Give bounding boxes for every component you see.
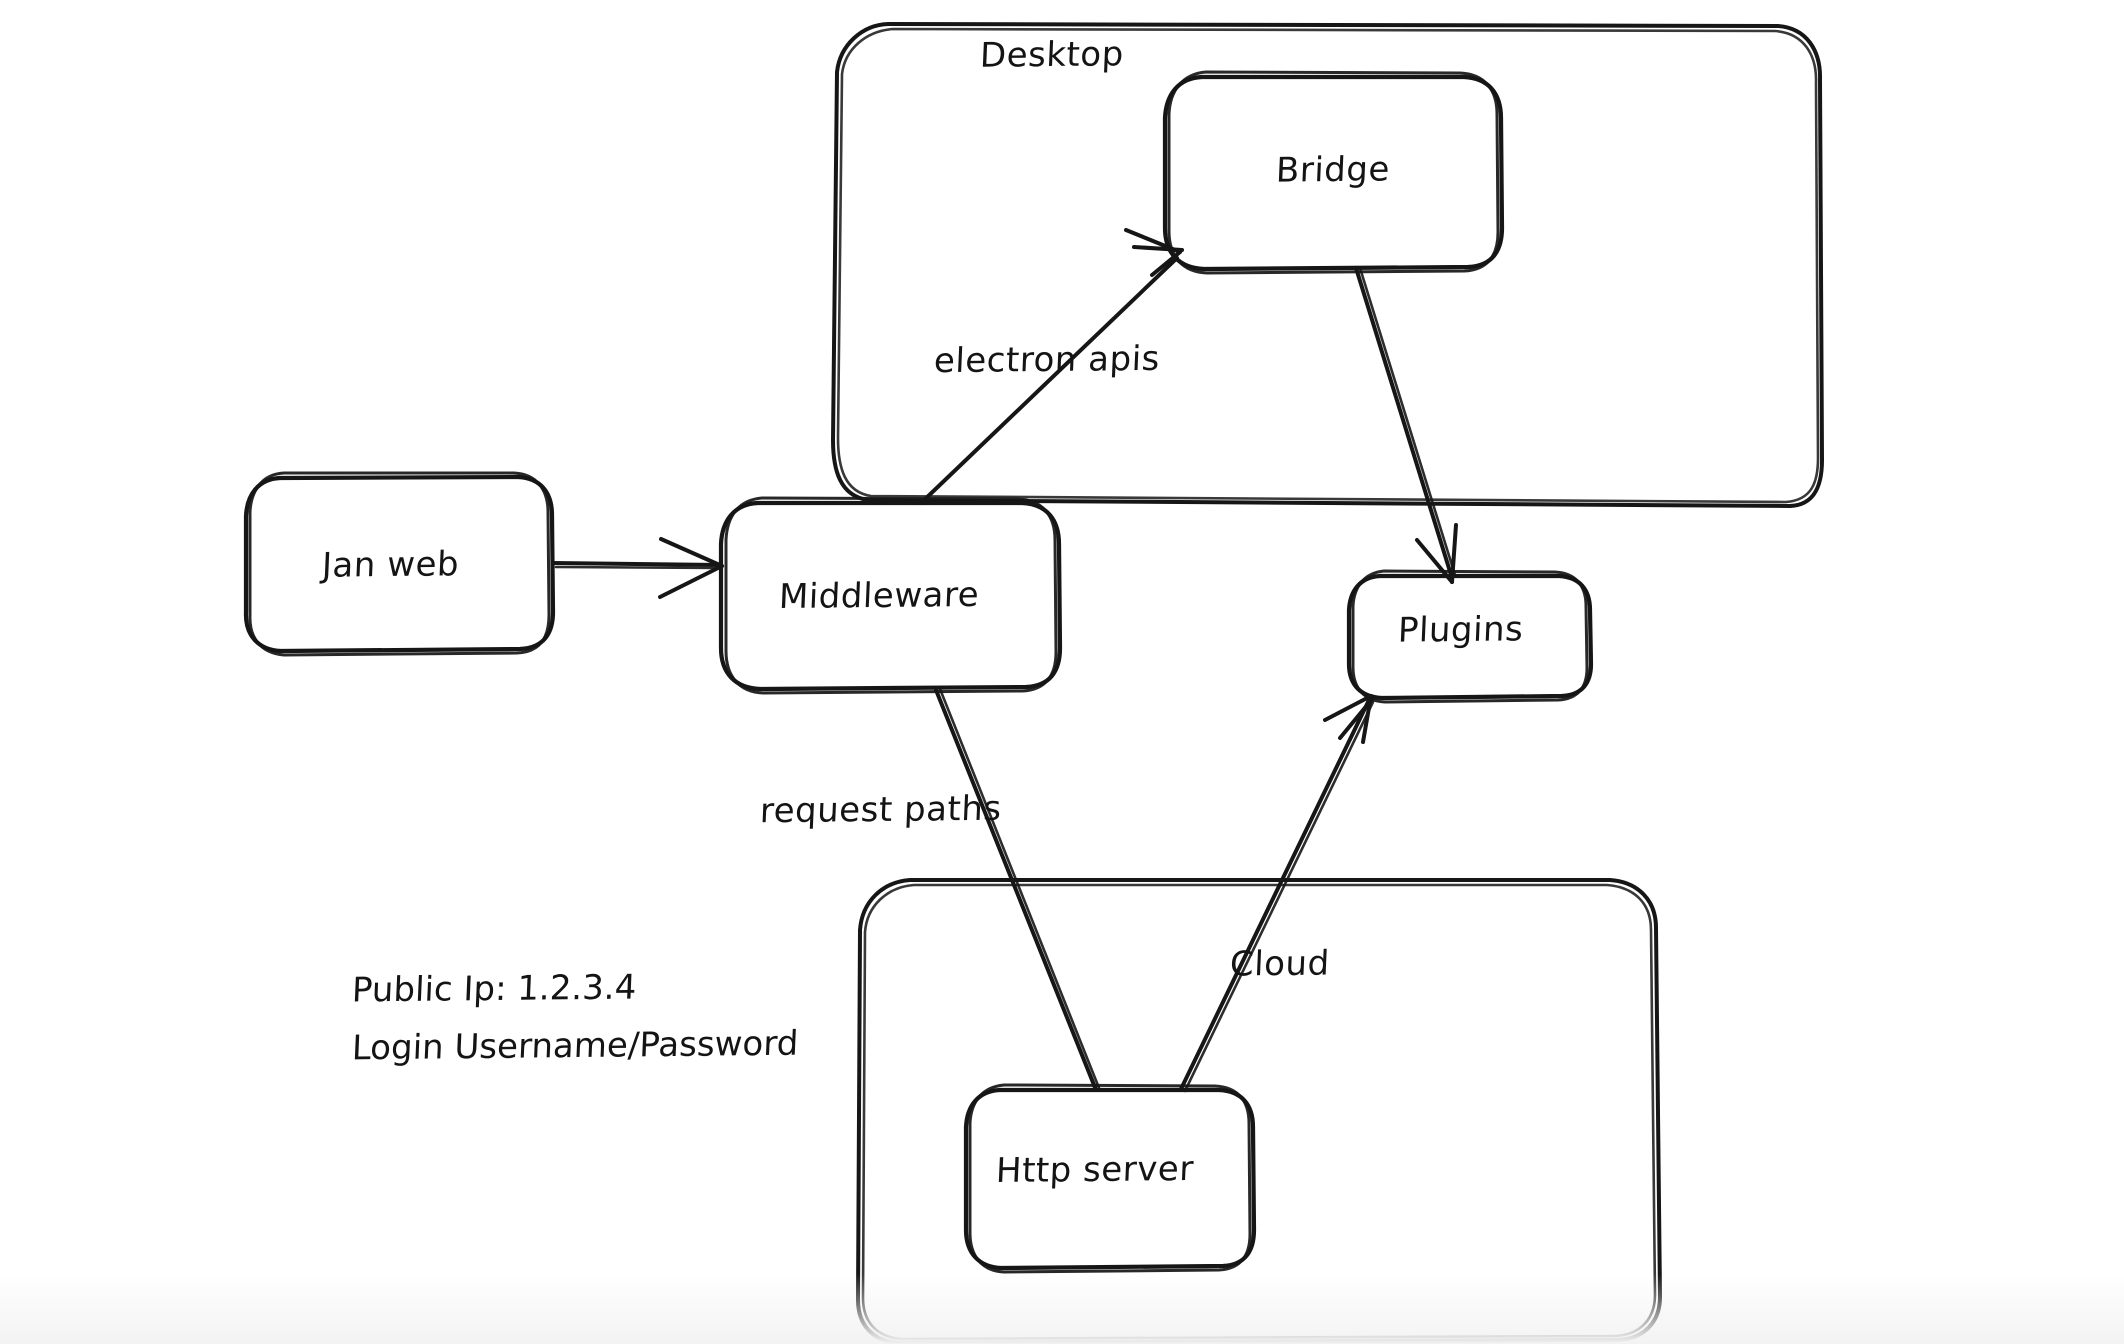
node-label-middleware: Middleware <box>778 574 980 618</box>
node-jan-web-outline <box>243 471 556 657</box>
edge-middleware-to-http-server <box>934 687 1101 1092</box>
node-label-plugins: Plugins <box>1397 609 1525 651</box>
edge-label-request-paths: request paths <box>759 788 1003 832</box>
node-http-server-outline <box>963 1083 1257 1274</box>
edge-bridge-to-plugins <box>1354 266 1458 584</box>
container-label-desktop: Desktop <box>979 34 1125 76</box>
edge-middleware-to-bridge <box>919 228 1184 505</box>
container-label-cloud: Cloud <box>1229 943 1331 985</box>
node-middleware-outline <box>718 496 1063 695</box>
node-plugins-outline <box>1346 569 1594 704</box>
edge-http-server-to-plugins <box>1179 694 1375 1093</box>
node-label-jan-web: Jan web <box>321 544 460 586</box>
note-public-ip: Public Ip: 1.2.3.4 <box>351 967 638 1011</box>
node-label-bridge: Bridge <box>1275 149 1391 191</box>
node-bridge-outline <box>1162 70 1505 275</box>
container-desktop-outline <box>831 22 1824 508</box>
edge-jan-web-to-middleware <box>551 537 724 599</box>
edge-label-electron-apis: electron apis <box>933 338 1161 382</box>
note-login-credentials: Login Username/Password <box>351 1023 800 1069</box>
node-label-http-server: Http server <box>995 1148 1195 1192</box>
